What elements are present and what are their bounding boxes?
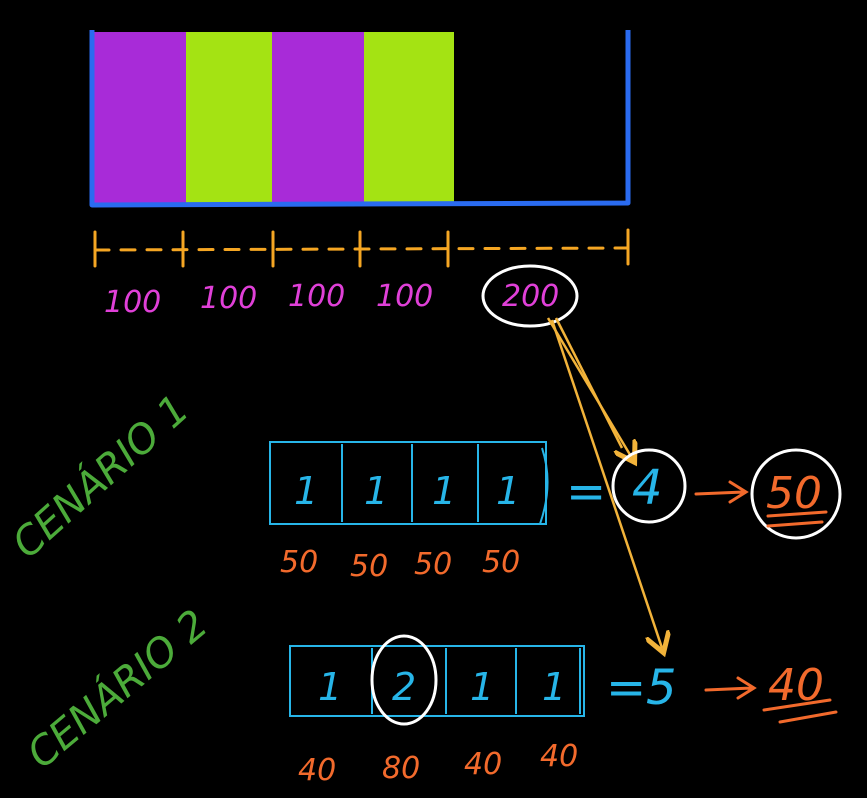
scenario1-equals: =: [566, 464, 606, 520]
scenario1-sum: 4: [632, 460, 663, 516]
scenario1-title: CENÁRIO 1: [3, 385, 198, 568]
scenario2-cell-4: 1: [542, 665, 566, 709]
scenario2-result-underline: [762, 698, 838, 724]
bar-segment-4: [364, 32, 454, 204]
scenario1-amount-3: 50: [414, 547, 452, 582]
scenario2-amount-4: 40: [540, 739, 578, 774]
scenario2-amount-2: 80: [382, 751, 420, 786]
bar-segment-1: [92, 32, 186, 204]
scenario1-amount-4: 50: [482, 545, 520, 580]
scenario1-cell-3: 1: [432, 469, 456, 513]
tick-scale: [93, 228, 630, 268]
flow-arrows: [546, 317, 662, 648]
segment-value-3: 100: [288, 279, 345, 314]
scenario1-amount-1: 50: [280, 545, 318, 580]
scenario2-amount-3: 40: [464, 747, 502, 782]
scenario2-amount-1: 40: [298, 753, 336, 788]
bar-outline: [89, 30, 631, 208]
segment-value-4: 100: [376, 279, 433, 314]
scenario1-box: [269, 441, 549, 525]
scenario1-result: 50: [766, 468, 822, 519]
scenario1-cell-4: 1: [496, 469, 520, 513]
scenario2-cell-2: 2: [392, 665, 416, 709]
bar-segment-2: [186, 32, 272, 204]
remaining-circle: [481, 264, 579, 328]
scenario1-cell-2: 1: [364, 469, 388, 513]
scenario2-result-arrow: [704, 676, 757, 700]
scenario2-cell-1: 1: [318, 665, 342, 709]
arrow-to-sum1-b: [554, 317, 624, 449]
scenario2-box: [289, 645, 585, 717]
scenario1-amount-2: 50: [350, 549, 388, 584]
arrow-to-sum1: [546, 317, 632, 458]
scenario1-result-underline: [766, 510, 828, 528]
scenario1-cell-1: 1: [294, 469, 318, 513]
bar-segment-3: [272, 32, 364, 204]
scenario2-highlight-circle: [370, 634, 438, 726]
scenario2-title: CENÁRIO 2: [18, 600, 217, 778]
scenario2-equals: =: [606, 660, 646, 716]
scenario1-sum-circle: [611, 448, 687, 524]
segment-value-2: 100: [200, 281, 257, 316]
scenario1-result-arrow: [694, 480, 749, 504]
segment-values: 100 100 100 100 200: [104, 264, 579, 328]
segment-value-1: 100: [104, 285, 161, 320]
arrow-to-sum2: [550, 319, 662, 648]
scenario1-result-circle: [750, 448, 842, 540]
scenario2-sum: 5: [646, 660, 677, 716]
scenario2-cell-3: 1: [470, 665, 494, 709]
capacity-bar: [89, 30, 631, 208]
remaining-value: 200: [502, 279, 559, 314]
